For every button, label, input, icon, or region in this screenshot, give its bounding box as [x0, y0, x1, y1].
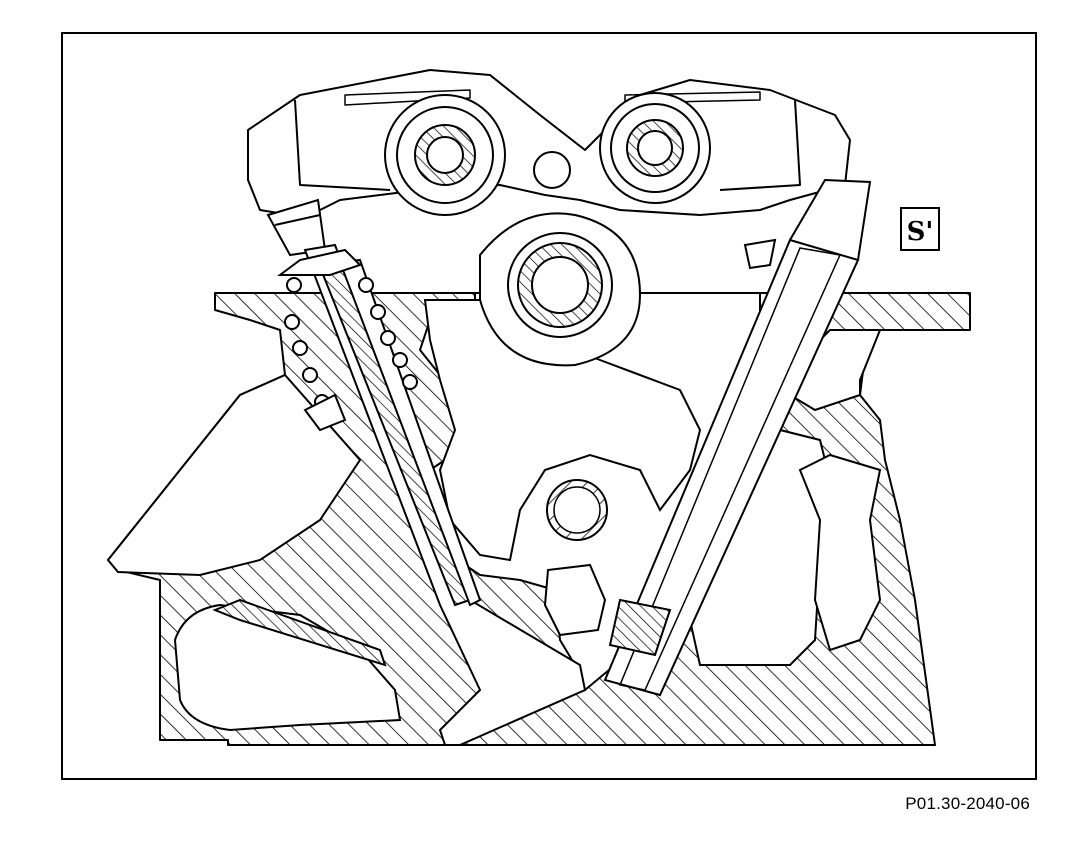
coolant-and-port-cavities [173, 299, 882, 732]
rocker-arm-assembly [247, 69, 851, 216]
intake-port [106, 373, 362, 577]
torque-symbol-box: S' [900, 207, 940, 251]
symbol-mark: S' [907, 217, 934, 247]
drawing-border [61, 32, 1037, 780]
intake-valve [266, 198, 587, 746]
valve-spring-coils [277, 248, 418, 432]
camshaft [479, 212, 642, 367]
exhaust-valve [603, 178, 872, 697]
figure-reference-code: P01.30-2040-06 [905, 794, 1030, 813]
